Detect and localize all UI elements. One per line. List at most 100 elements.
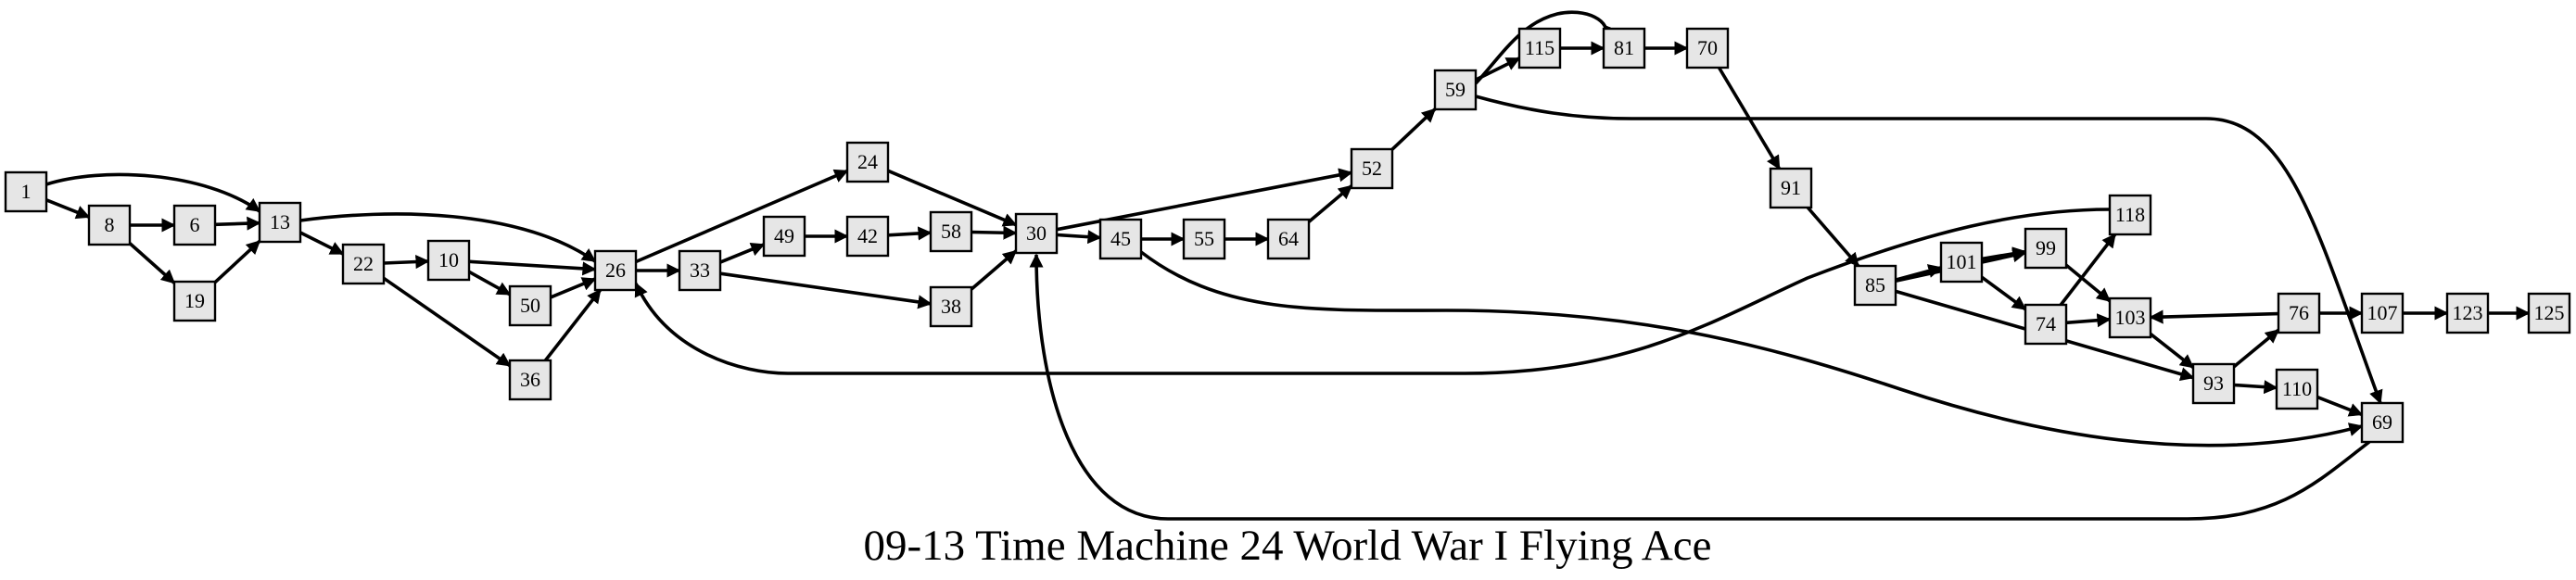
node-label: 45 [1110,227,1131,250]
node-label: 36 [520,368,540,391]
node-24: 24 [845,141,890,183]
node-label: 52 [1362,157,1382,180]
edge-101-99 [1981,246,2027,261]
edge-10-50 [468,270,512,296]
node-box [508,284,552,327]
node-label: 55 [1194,227,1214,250]
edge-33-38 [719,271,933,309]
edge-33-49 [719,243,766,264]
node-30: 30 [1014,212,1059,255]
edge-64-52 [1307,184,1353,223]
edge-42-58 [887,226,933,241]
node-label: 69 [2372,410,2392,434]
node-box [87,204,132,246]
node-box [2360,292,2405,334]
node-label: 26 [605,258,626,282]
node-label: 19 [184,289,205,312]
edge-19-13 [213,239,261,284]
node-label: 22 [353,252,374,275]
edge-24-30 [887,169,1018,227]
node-box [1182,218,1226,260]
node-74: 74 [2024,303,2068,346]
edge-118-26 [634,208,2111,375]
edge-10-26 [468,259,597,276]
node-box [1939,241,1984,284]
edge-52-59 [1390,107,1437,151]
node-box [2275,368,2319,410]
edge-103-93 [2149,332,2195,370]
node-box [172,280,217,322]
edge-99-103 [2064,263,2112,303]
node-label: 8 [105,213,115,236]
node-box [2445,292,2490,334]
node-85: 85 [1853,264,1897,307]
node-label: 30 [1026,221,1047,245]
edge-45-69 [1139,250,2364,448]
edge-26-24 [635,169,849,264]
edge-1-13 [45,172,261,213]
node-label: 103 [2115,306,2146,329]
node-107: 107 [2360,292,2405,334]
edge-74-118 [2059,233,2117,307]
node-box [1685,27,1730,69]
node-label: 6 [190,213,200,236]
edge-36-26 [543,288,603,362]
node-label: 10 [438,248,459,271]
node-box [762,215,806,258]
node-label: 74 [2036,312,2056,335]
node-52: 52 [1350,147,1394,190]
edge-50-26 [550,277,597,299]
edge-8-19 [128,242,176,284]
node-13: 13 [258,201,302,244]
node-123: 123 [2445,292,2490,334]
node-box [1350,147,1394,190]
edge-13-22 [299,231,345,256]
node-box [678,249,722,292]
edge-70-91 [1717,67,1782,170]
edge-59-69 [1475,95,2383,405]
edge-93-76 [2232,328,2280,369]
node-label: 125 [2534,301,2565,324]
node-label: 33 [690,258,710,282]
node-99: 99 [2024,227,2068,270]
node-26: 26 [593,249,638,292]
node-36: 36 [508,359,552,401]
node-label: 101 [1947,250,1977,273]
node-label: 49 [774,224,794,247]
node-33: 33 [678,249,722,292]
node-10: 10 [426,239,471,282]
node-42: 42 [845,215,890,258]
node-101: 101 [1939,241,1984,284]
node-box [2108,296,2152,339]
edge-74-103 [2065,313,2112,328]
node-125: 125 [2527,292,2571,334]
node-box [1853,264,1897,307]
node-58: 58 [929,210,973,253]
node-box [845,141,890,183]
node-91: 91 [1769,167,1813,209]
node-64: 64 [1266,218,1311,260]
node-label: 91 [1781,176,1801,199]
node-box [929,285,973,328]
node-label: 42 [857,224,878,247]
node-label: 81 [1614,36,1634,59]
node-label: 59 [1445,78,1466,101]
edge-110-69 [2316,395,2364,417]
node-box [426,239,471,282]
node-box [172,204,217,246]
edge-30-45 [1056,230,1102,245]
node-22: 22 [341,243,386,285]
node-115: 115 [1517,27,1562,69]
node-box [258,201,302,244]
node-69: 69 [2360,401,2405,444]
edge-59-81 [1474,10,1618,85]
node-box [593,249,638,292]
node-50: 50 [508,284,552,327]
edge-22-36 [382,276,512,368]
edge-38-30 [970,249,1018,291]
node-label: 38 [941,295,961,318]
edge-76-103 [2149,309,2279,324]
diagram-title: 09-13 Time Machine 24 World War I Flying… [864,522,1712,570]
